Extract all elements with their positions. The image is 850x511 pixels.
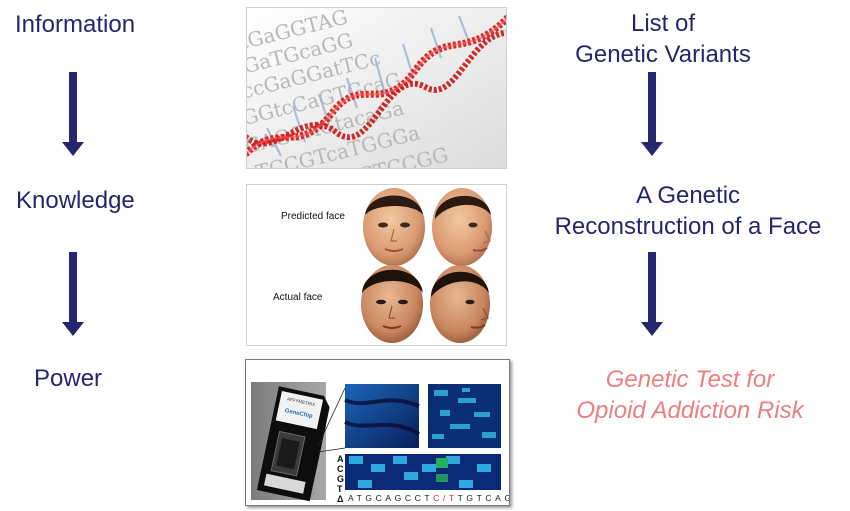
genechip-image: AFFYMETRIX GeneChip — [245, 359, 510, 506]
dna-helix-illustration: aGtGaGGTAG TaaGaTGcaGG acccGaGGatTCc CaG… — [247, 8, 506, 168]
label-genetic-variants: List of Genetic Variants — [563, 8, 763, 70]
microarray-scan-left — [345, 384, 419, 448]
label-information: Information — [15, 11, 136, 38]
dna-image: aGtGaGGTAG TaaGaTGcaGG acccGaGGatTCc CaG… — [246, 7, 507, 169]
base-labels: A C G T Δ — [337, 454, 344, 504]
label-power: Power — [34, 365, 103, 392]
label-face-reconstruction: A Genetic Reconstruction of a Face — [538, 180, 838, 242]
chip-brand: AFFYMETRIX — [287, 396, 316, 407]
label-line: Reconstruction of a Face — [554, 213, 822, 240]
base-label-t: T — [337, 484, 343, 494]
arrow-down-icon — [641, 72, 663, 156]
genechip-cartridge: AFFYMETRIX GeneChip — [256, 386, 330, 502]
arrow-down-icon — [62, 252, 84, 336]
label-opioid-test: Genetic Test for Opioid Addiction Risk — [560, 364, 820, 426]
predicted-face-front — [363, 188, 425, 266]
base-label-delta: Δ — [337, 494, 344, 504]
faces-illustration — [361, 188, 492, 343]
label-line: Genetic Variants — [575, 41, 751, 68]
label-line: Opioid Addiction Risk — [576, 397, 804, 424]
actual-face-side — [430, 265, 490, 343]
base-label-c: C — [337, 464, 344, 474]
sequence-variant: C/T — [433, 493, 458, 503]
genechip-illustration: AFFYMETRIX GeneChip — [251, 382, 501, 502]
predicted-face-side — [432, 188, 492, 266]
actual-face-front — [361, 265, 423, 343]
arrow-down-icon — [641, 252, 663, 336]
sequence-readout: ATGCAGCCTC/TTGTCAG — [348, 493, 510, 503]
label-line: A Genetic — [635, 182, 741, 209]
sequence-after: TGTCAG — [457, 493, 510, 503]
label-knowledge: Knowledge — [16, 187, 135, 214]
label-line: Genetic Test for — [605, 366, 775, 393]
base-label-g: G — [337, 474, 345, 484]
actual-face-label: Actual face — [273, 292, 323, 303]
label-line: List of — [630, 10, 696, 37]
chip-name: GeneChip — [284, 408, 313, 420]
face-reconstruction-image: Predicted face Actual face — [246, 184, 507, 346]
sequence-before: ATGCAGCCT — [348, 493, 434, 503]
predicted-face-label: Predicted face — [281, 211, 345, 222]
base-label-a: A — [337, 454, 344, 464]
arrow-down-icon — [62, 72, 84, 156]
